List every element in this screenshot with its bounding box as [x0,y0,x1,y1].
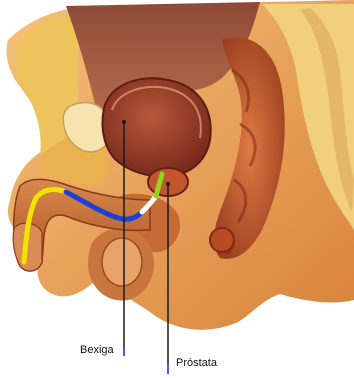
prostate-pointer-dot [166,182,170,186]
anal-sphincter [210,228,234,252]
testis [102,238,142,286]
bladder-pointer-dot [122,120,126,124]
label-prostata: Próstata [176,357,217,370]
label-bexiga: Bexiga [80,344,114,357]
bladder [103,78,211,176]
